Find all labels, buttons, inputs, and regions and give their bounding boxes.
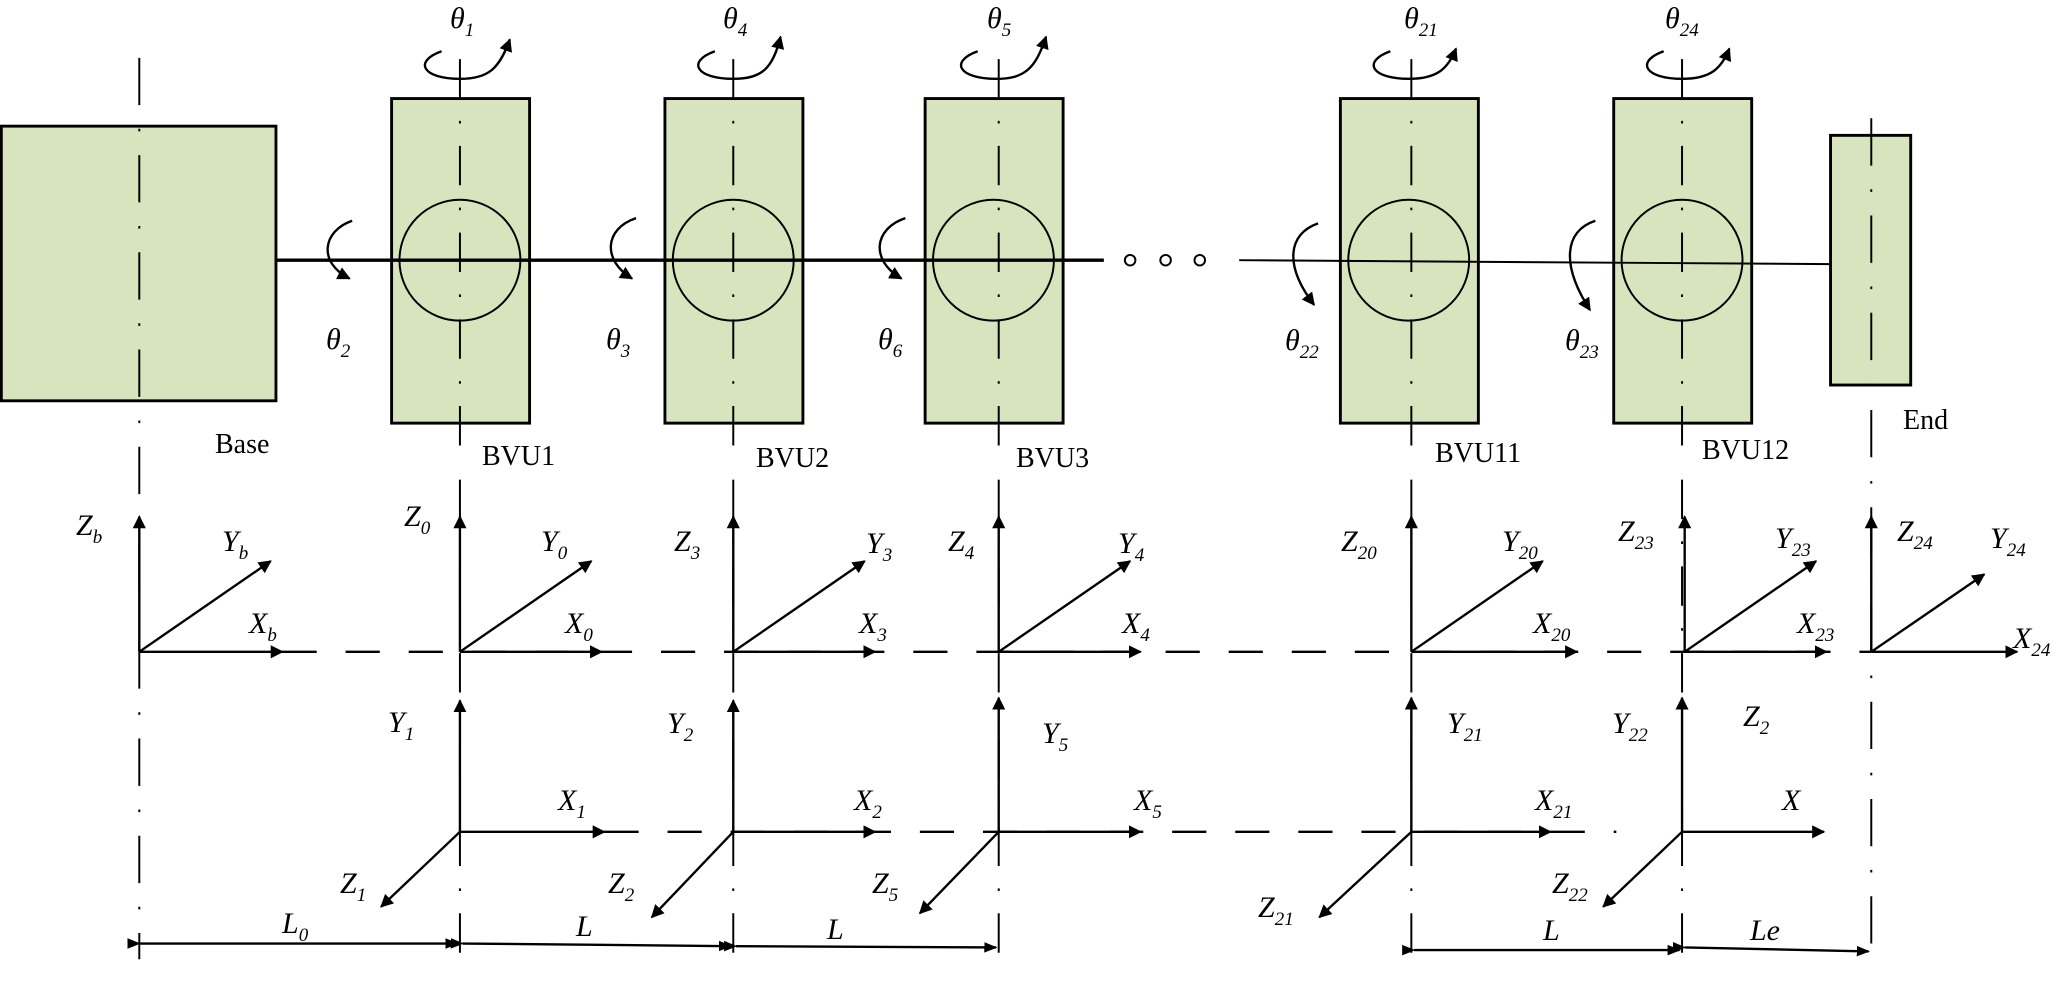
label-bvu2: BVU2	[756, 443, 829, 474]
bvu11-joint	[1347, 198, 1471, 322]
theta-21: θ21	[1404, 2, 1438, 41]
label-Y20: Y20	[1502, 525, 1538, 564]
label-bvu1: BVU1	[482, 441, 555, 472]
label-X4: X4	[1121, 607, 1150, 646]
label-end: End	[1903, 405, 1948, 436]
label-X2: X2	[853, 784, 882, 823]
theta-22: θ22	[1285, 324, 1319, 363]
label-X21: X21	[1534, 784, 1572, 823]
label-Z5: Z5	[872, 867, 898, 906]
label-Z2-right: Z2	[1743, 700, 1770, 739]
theta-1: θ1	[450, 2, 474, 41]
label-Y3: Y3	[866, 527, 892, 566]
link-line-right	[1239, 259, 1831, 266]
label-Y2: Y2	[667, 707, 694, 746]
label-X0: X0	[564, 607, 593, 646]
label-Z20: Z20	[1341, 525, 1377, 564]
label-bvu11: BVU11	[1435, 438, 1521, 469]
label-Z2: Z2	[608, 867, 635, 906]
dim-L-2: L	[826, 913, 844, 946]
label-Xb: Xb	[248, 607, 277, 646]
label-Z3: Z3	[674, 525, 700, 564]
label-X24: X24	[2012, 622, 2051, 661]
label-base: Base	[215, 429, 269, 460]
dim-L-1: L	[575, 910, 593, 943]
label-X3: X3	[858, 607, 887, 646]
label-Y21: Y21	[1447, 707, 1483, 746]
label-X1: X1	[557, 784, 586, 823]
label-Z21: Z21	[1258, 891, 1294, 930]
label-Z22: Z22	[1552, 867, 1588, 906]
ellipsis-dot-1	[1123, 253, 1137, 267]
label-Z0: Z0	[404, 500, 431, 539]
label-Z23: Z23	[1618, 515, 1654, 554]
label-Y4: Y4	[1118, 527, 1145, 566]
label-Z24: Z24	[1897, 515, 1933, 554]
dim-L0: L0	[281, 907, 309, 946]
dimension-lines	[127, 938, 1870, 957]
label-X20: X20	[1532, 607, 1571, 646]
theta-23: θ23	[1565, 324, 1599, 363]
label-Yb: Yb	[222, 525, 248, 564]
theta-24: θ24	[1665, 2, 1699, 41]
ellipsis-dot-3	[1193, 253, 1207, 267]
label-Z4: Z4	[948, 525, 975, 564]
text-labels: Base BVU1 BVU2 BVU3 BVU11 BVU12 End θ1 θ…	[76, 2, 2051, 947]
label-Y0: Y0	[541, 525, 568, 564]
label-Zb: Zb	[76, 509, 102, 548]
theta-5: θ5	[987, 2, 1011, 41]
label-X-lower: X	[1781, 784, 1802, 817]
rotation-arrows-side	[326, 217, 1596, 312]
theta-6: θ6	[878, 323, 903, 362]
ellipsis-dot-2	[1159, 253, 1172, 267]
label-Y5: Y5	[1042, 717, 1068, 756]
theta-4: θ4	[723, 2, 748, 41]
label-Z1: Z1	[340, 867, 366, 906]
rotation-arrows-top	[423, 35, 1732, 81]
dim-L-3: L	[1542, 914, 1560, 947]
label-X5: X5	[1133, 784, 1162, 823]
theta-2: θ2	[326, 323, 351, 362]
bvu3-joint	[932, 198, 1055, 322]
lower-frames	[380, 696, 1826, 919]
dim-Le: Le	[1749, 914, 1780, 947]
theta-3: θ3	[606, 323, 630, 362]
label-Y23: Y23	[1775, 522, 1811, 561]
label-bvu3: BVU3	[1016, 443, 1089, 474]
label-Y1: Y1	[388, 706, 414, 745]
label-X23: X23	[1796, 607, 1834, 646]
label-Y22: Y22	[1612, 707, 1648, 746]
label-Y24: Y24	[1990, 522, 2026, 561]
label-bvu12: BVU12	[1702, 435, 1789, 466]
